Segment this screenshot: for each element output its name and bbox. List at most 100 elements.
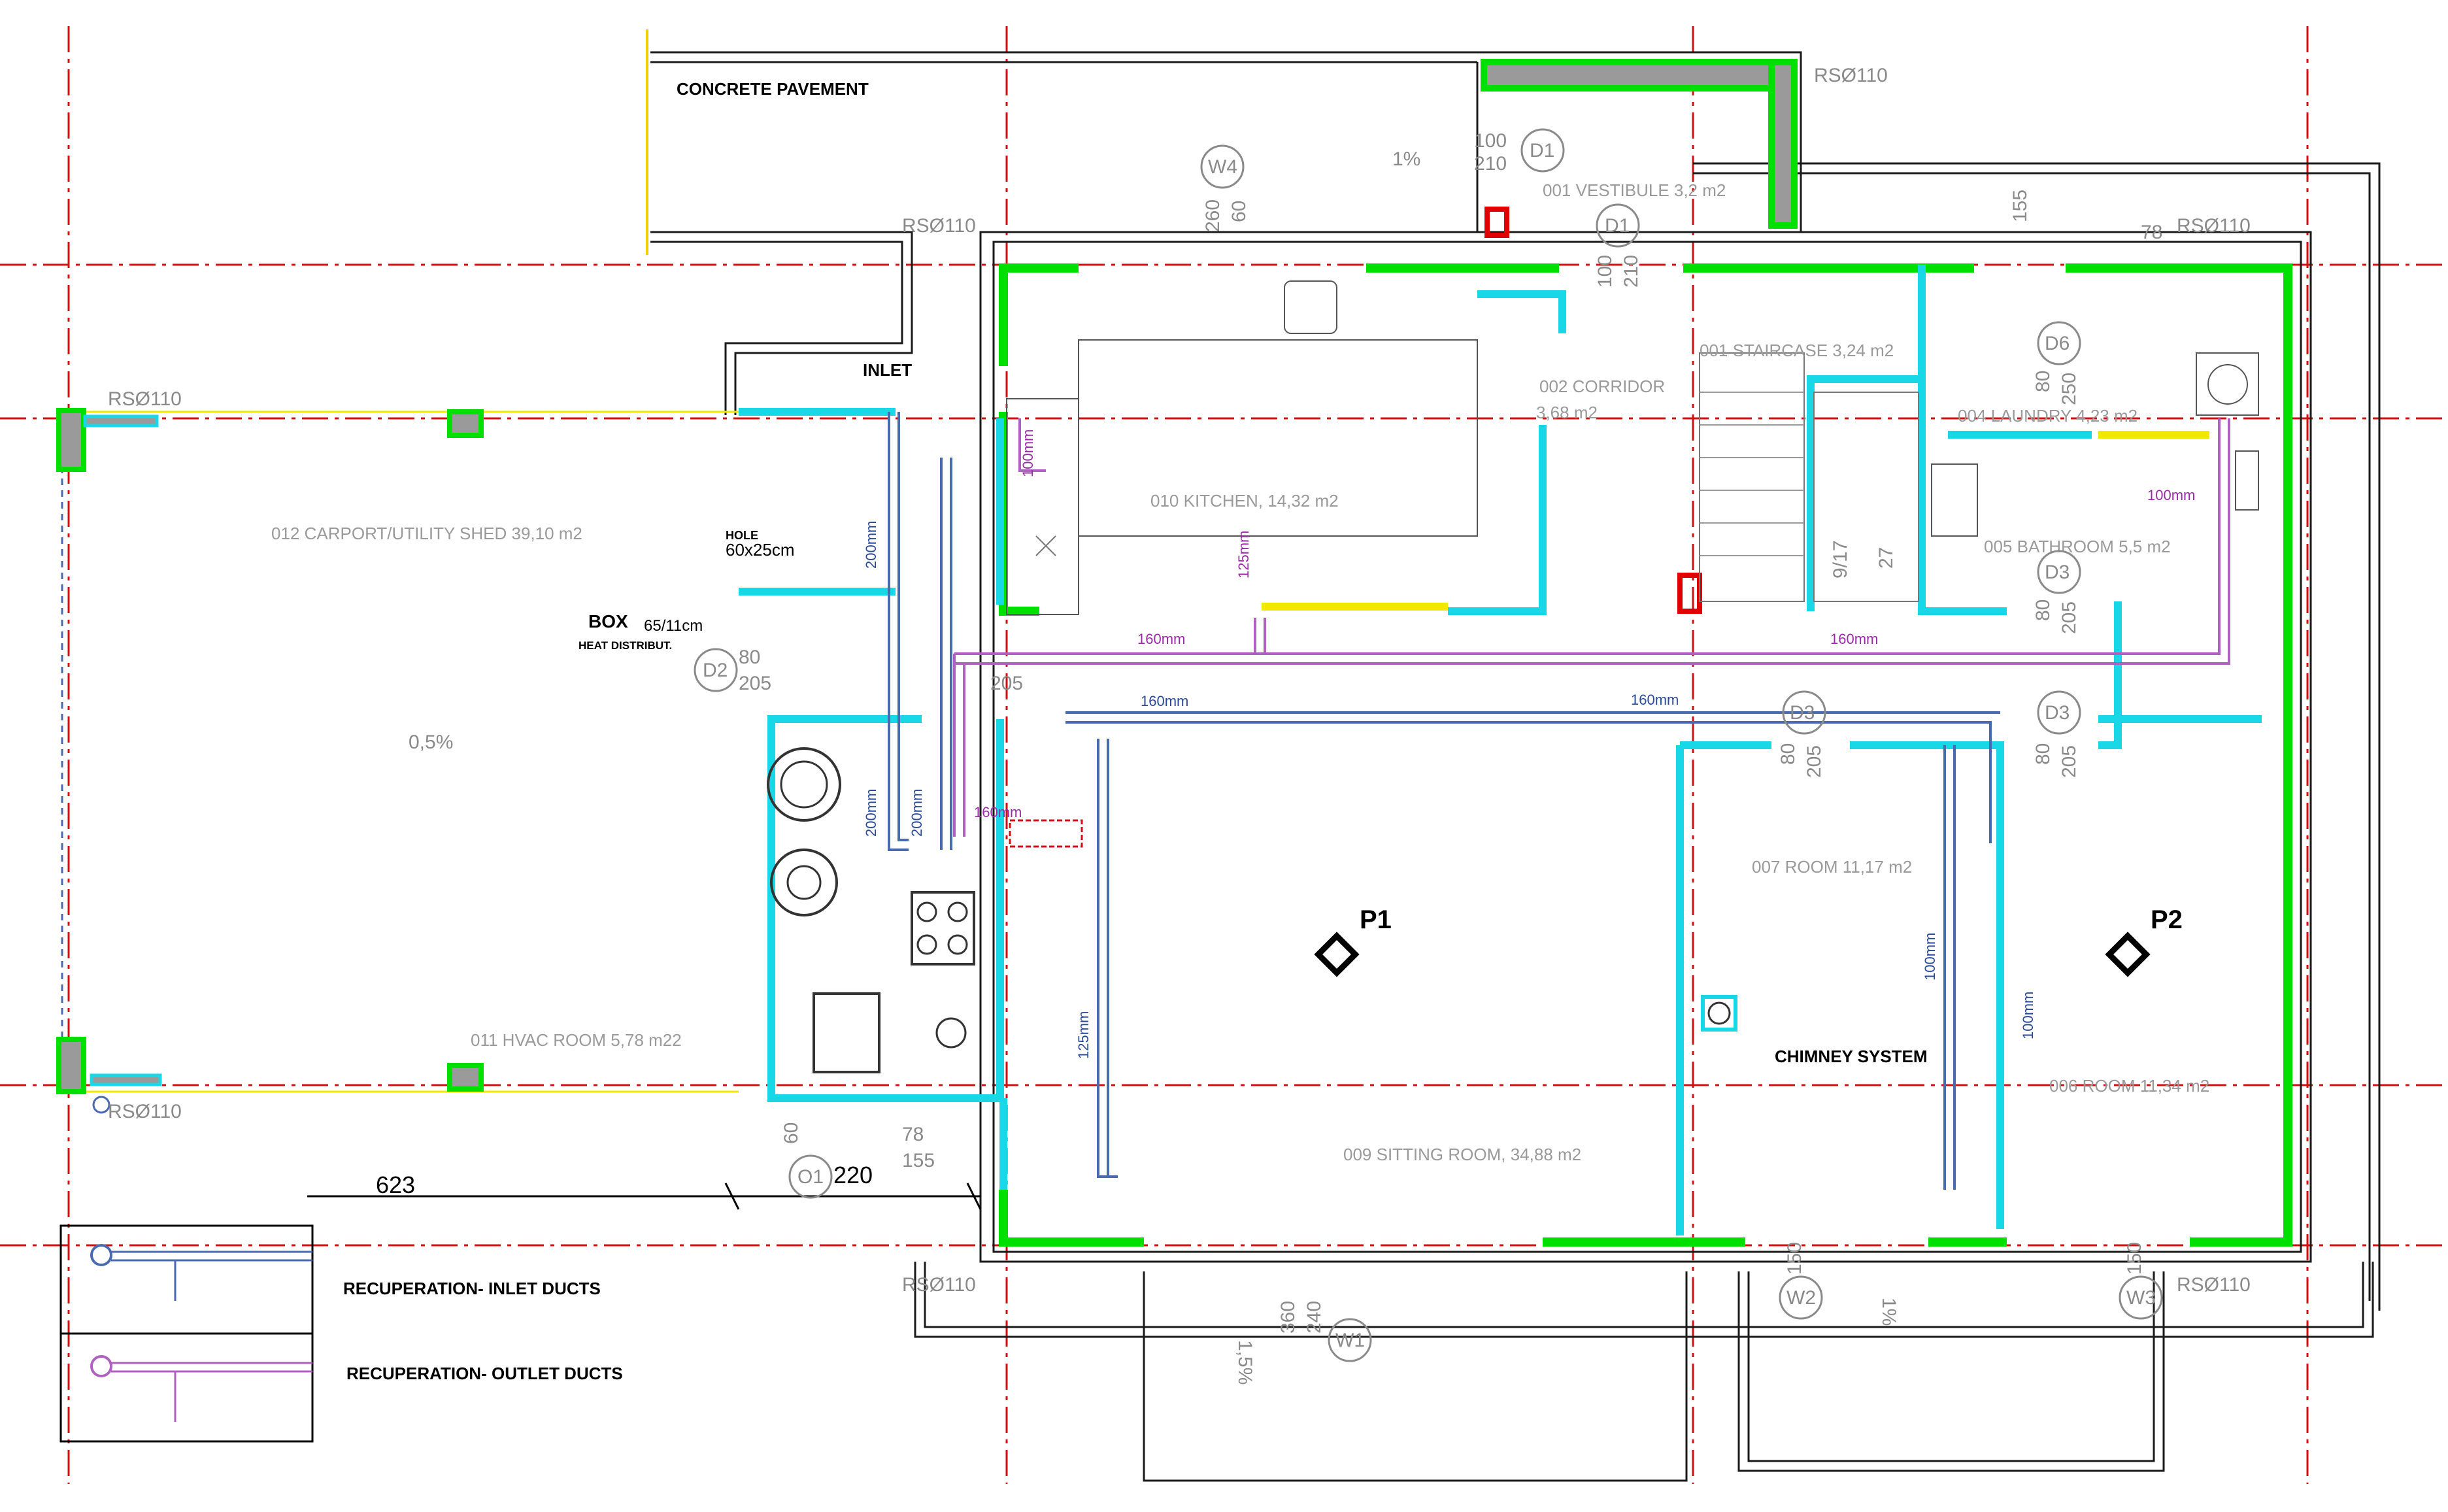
slope-1: 1% [1392, 148, 1420, 170]
duct-160mm-label: 160mm [1137, 631, 1185, 647]
duct-125mm-label: 125mm [1235, 531, 1252, 579]
slope-05: 0,5% [409, 731, 453, 753]
room-bathroom: 005 BATHROOM 5,5 m2 [1984, 537, 2171, 556]
window-w1: W1 [1335, 1330, 1365, 1351]
bathroom-fixtures [1931, 352, 2259, 537]
room-hvac: 011 HVAC ROOM 5,78 m22 [471, 1030, 682, 1050]
dim-150: 150 [1784, 1242, 1805, 1275]
window-w4: W4 [1208, 156, 1237, 178]
kitchen-fixtures [1006, 280, 1478, 615]
door-d1: D1 [1530, 140, 1554, 161]
inlet-ducts [92, 412, 2000, 1190]
hvac-equipment [767, 747, 1737, 1073]
duct-160mm-label: 160mm [1141, 693, 1188, 709]
box-size: 65/11cm [644, 617, 703, 635]
dim-250: 250 [2058, 373, 2080, 405]
room-vestibule: 001 VESTIBULE 3,2 m2 [1543, 180, 1726, 200]
door-d2: D2 [703, 660, 728, 681]
room-006: 006 ROOM 11,34 m2 [2049, 1076, 2209, 1096]
room-carport: 012 CARPORT/UTILITY SHED 39,10 m2 [271, 524, 582, 543]
shaft-marker [1484, 207, 1509, 238]
dim-155: 155 [2009, 190, 2031, 222]
dim-100: 100 [1474, 130, 1507, 152]
dim-60: 60 [1228, 201, 1250, 222]
duct-160mm-label: 160mm [1830, 631, 1878, 647]
hole-size: 60x25cm [726, 540, 795, 560]
duct-200mm-label: 200mm [863, 521, 879, 569]
duct-200mm-label: 200mm [909, 789, 925, 837]
axis-grid [0, 26, 2448, 1484]
dim-623: 623 [376, 1171, 415, 1198]
dim-78: 78 [902, 1124, 924, 1145]
rs-marker: RSØ110 [108, 1101, 182, 1122]
dim-260: 260 [1202, 199, 1224, 232]
building-walls [914, 51, 2381, 1482]
room-sitting: 009 SITTING ROOM, 34,88 m2 [1343, 1145, 1581, 1164]
dim-100: 100 [1594, 255, 1616, 288]
insulation-walls [999, 59, 2292, 1247]
dim-27: 27 [1875, 547, 1897, 569]
rs-marker: RSØ110 [2177, 215, 2251, 237]
concrete-pavement-label: CONCRETE PAVEMENT [677, 79, 869, 99]
dim-155: 155 [902, 1150, 935, 1171]
p1-marker [1314, 932, 1360, 977]
duct-100mm-label: 100mm [2020, 992, 2036, 1039]
rs-marker: RSØ110 [1814, 65, 1888, 86]
door-d3: D3 [1790, 702, 1815, 724]
rs-marker: RSØ110 [902, 1274, 976, 1296]
door-d3: D3 [2045, 562, 2070, 583]
p1-label: P1 [1360, 905, 1392, 934]
dim-205: 205 [2058, 745, 2080, 778]
duct-100mm-label: 100mm [1020, 429, 1036, 477]
inlet-label: INLET [863, 360, 912, 380]
rs-marker: RSØ110 [902, 215, 976, 237]
shaft-marker [1677, 573, 1702, 614]
dim-205: 205 [739, 673, 771, 694]
hole-label: HOLE [726, 529, 758, 542]
dim-80: 80 [2032, 371, 2054, 392]
rs-marker: RSØ110 [108, 388, 182, 410]
dim-9-17: 9/17 [1830, 541, 1851, 579]
dim-80: 80 [2032, 743, 2054, 765]
room-007: 007 ROOM 11,17 m2 [1752, 857, 1912, 877]
duct-200mm-label: 200mm [863, 789, 879, 837]
duct-160mm-label: 160mm [1631, 692, 1679, 708]
window-w3: W3 [2126, 1287, 2156, 1309]
dim-205: 205 [1803, 745, 1825, 778]
legend-inlet-label: RECUPERATION- INLET DUCTS [343, 1279, 601, 1298]
dim-80: 80 [739, 647, 760, 668]
marker-bubbles [694, 128, 2163, 1362]
dim-78: 78 [2141, 222, 2162, 243]
chimney-label: CHIMNEY SYSTEM [1775, 1047, 1928, 1066]
room-laundry: 004 LAUNDRY 4,23 m2 [1958, 406, 2138, 426]
staircase [1699, 352, 1919, 602]
dim-210: 210 [1620, 255, 1642, 288]
p2-label: P2 [2151, 905, 2183, 934]
dim-220: 220 [833, 1162, 873, 1188]
window-w2: W2 [1786, 1287, 1816, 1309]
inner-walls [739, 265, 2262, 1235]
carport-outline [56, 408, 739, 1094]
legend-outlet-label: RECUPERATION- OUTLET DUCTS [346, 1364, 623, 1383]
duct-100mm-label: 100mm [2147, 487, 2195, 503]
room-corridor-area: 3,68 m2 [1536, 403, 1598, 422]
dim-60: 60 [780, 1122, 802, 1144]
door-d3: D3 [2045, 702, 2070, 724]
slope-15: 1,5% [1234, 1340, 1256, 1385]
dim-150: 150 [2124, 1242, 2145, 1275]
door-d1: D1 [1605, 215, 1630, 237]
box-label: BOX [588, 611, 628, 631]
heat-distribut-label: HEAT DISTRIBUT. [578, 639, 672, 652]
room-staircase: 001 STAIRCASE 3,24 m2 [1700, 341, 1894, 360]
outlet-ducts [953, 418, 2230, 848]
duct-160mm-label: 160mm [974, 804, 1022, 820]
dim-240: 240 [1303, 1301, 1325, 1334]
dim-80: 80 [2032, 599, 2054, 621]
room-corridor-name: 002 CORRIDOR [1539, 377, 1665, 396]
p2-marker [2105, 932, 2151, 977]
dim-210: 210 [1474, 153, 1507, 175]
dim-360: 360 [1277, 1301, 1299, 1334]
dim-80: 80 [1777, 743, 1799, 765]
slope-1: 1% [1878, 1298, 1900, 1326]
